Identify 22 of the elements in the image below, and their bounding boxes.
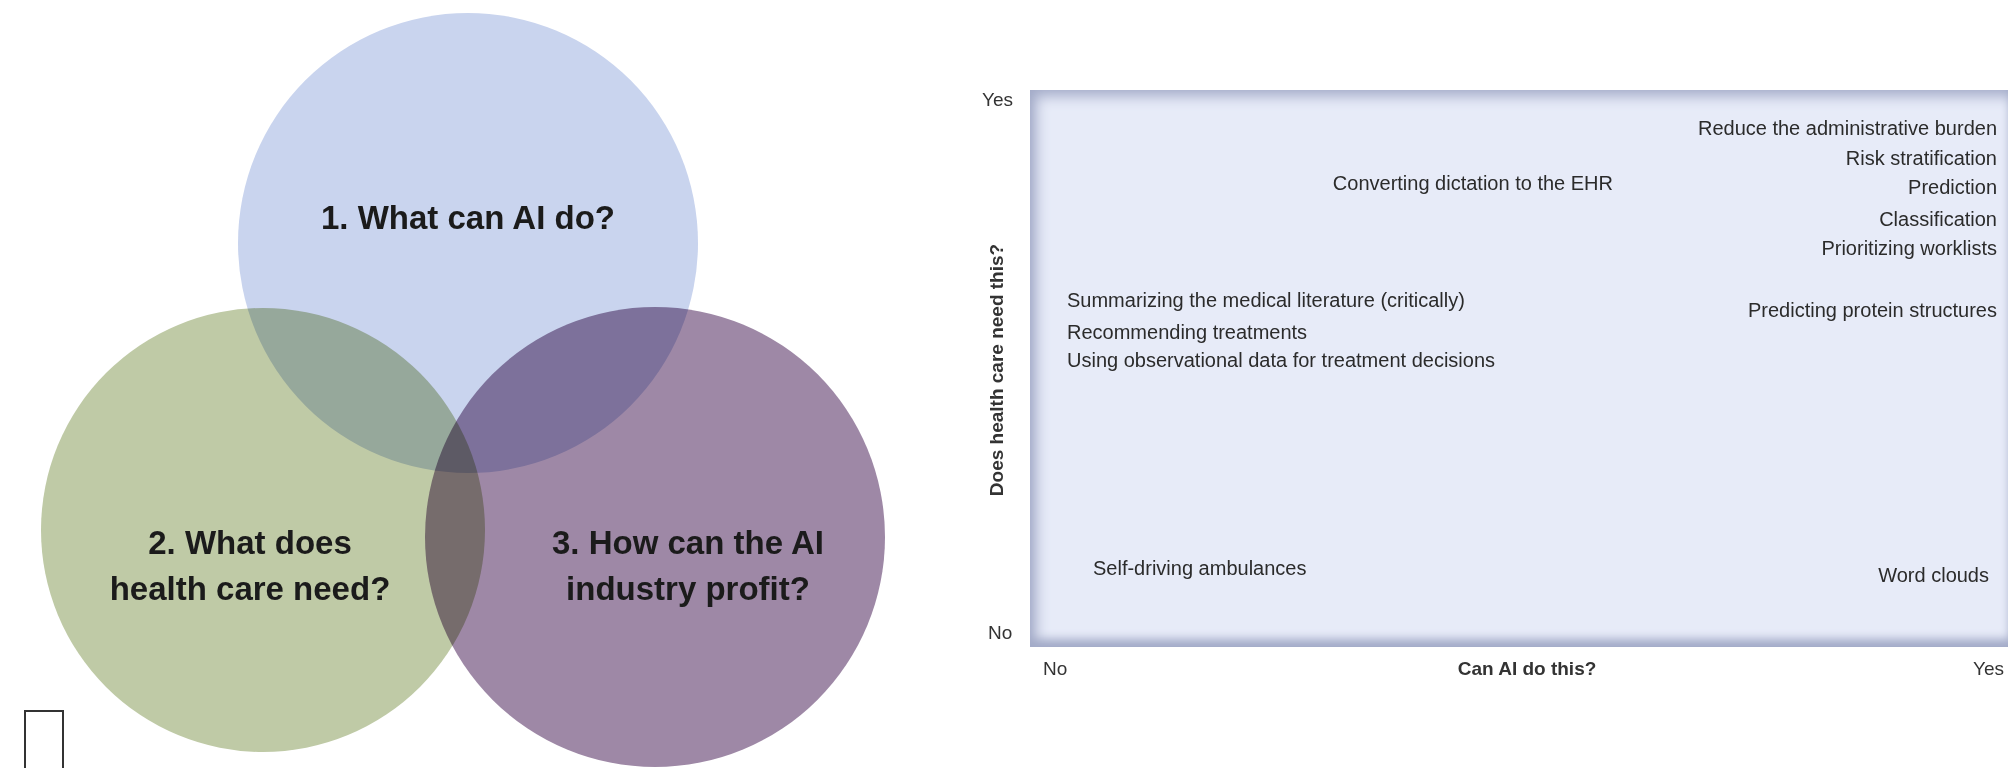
- axis-title: Does health care need this?: [986, 243, 1008, 497]
- plot-item-label: Self-driving ambulances: [1093, 556, 1307, 580]
- plot-item-label: Word clouds: [1878, 563, 1989, 587]
- axis-tick-label: No: [988, 622, 1013, 644]
- circle-label: 3. How can the AI industry profit?: [551, 523, 825, 609]
- plot-item-label: Converting dictation to the EHR: [1332, 171, 1613, 195]
- axis-tick-label: Yes: [1973, 658, 2004, 680]
- plot-item-label: Risk stratification: [1845, 146, 1997, 170]
- axis-title: Can AI do this?: [1457, 658, 1597, 680]
- plot-item-label: Summarizing the medical literature (critically): [1067, 288, 1465, 312]
- circle-label: 1. What can AI do?: [320, 198, 616, 238]
- axis-tick-label: No: [1043, 658, 1068, 680]
- plot-item-label: Using observational data for treatment decisions: [1067, 348, 1495, 372]
- plot-item-label: Reduce the administrative burden: [1697, 116, 1997, 140]
- plot-item-label: Recommending treatments: [1067, 320, 1308, 344]
- circle-label: 2. What does health care need?: [108, 523, 392, 609]
- plot-item-label: Prediction: [1908, 175, 1997, 199]
- plot-item-label: Classification: [1879, 207, 1997, 231]
- quadrant-plot-area: [1030, 90, 2008, 647]
- axis-tick-label: Yes: [982, 89, 1013, 111]
- plot-item-label: Predicting protein structures: [1748, 298, 1997, 322]
- plot-item-label: Prioritizing worklists: [1821, 236, 1997, 260]
